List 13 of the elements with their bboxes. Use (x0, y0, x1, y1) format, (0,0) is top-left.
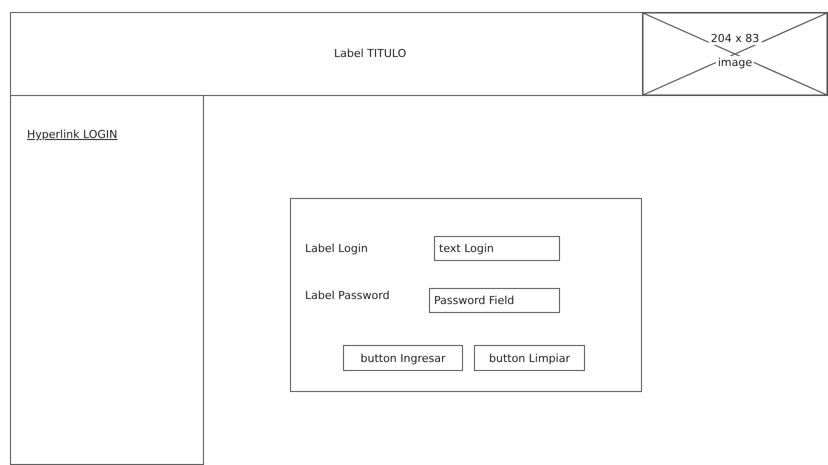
header-bar (10, 12, 828, 96)
field-label: Label Login (305, 242, 368, 255)
page-title: Label TITULO (334, 47, 406, 60)
login-link: Hyperlink LOGIN (27, 128, 118, 141)
sidebar-panel (10, 95, 204, 465)
form-panel (290, 198, 642, 392)
field-label: Label Password (305, 289, 390, 302)
image-caption: image (716, 56, 754, 68)
input-field: text Login (434, 236, 560, 261)
button: button Ingresar (343, 345, 463, 371)
image-size-label: 204 x 83 (708, 32, 762, 44)
password-field: Password Field (429, 288, 560, 313)
button: button Limpiar (474, 345, 585, 371)
